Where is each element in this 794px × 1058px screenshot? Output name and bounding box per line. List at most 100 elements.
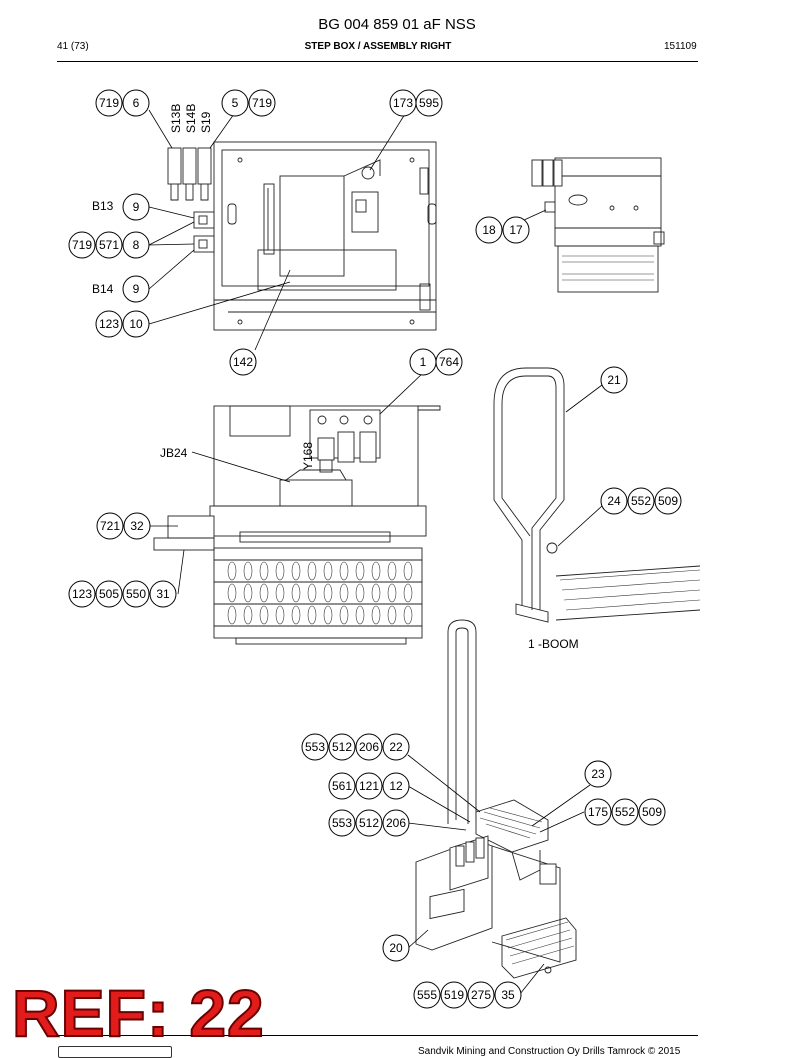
callout-595[interactable]: 595 [415, 89, 443, 117]
callout-553-lower[interactable]: 553 [328, 809, 356, 837]
callout-22[interactable]: 22 [382, 733, 410, 761]
label-s13b: S13B [169, 104, 183, 133]
callout-12[interactable]: 12 [382, 772, 410, 800]
svg-text:175: 175 [588, 805, 608, 819]
svg-text:719: 719 [252, 96, 272, 110]
svg-text:1: 1 [420, 355, 427, 369]
callout-17[interactable]: 17 [502, 216, 530, 244]
footer-copyright: Sandvik Mining and Construction Oy Drill… [418, 1046, 681, 1057]
svg-text:764: 764 [439, 355, 459, 369]
svg-text:512: 512 [359, 816, 379, 830]
svg-text:561: 561 [332, 779, 352, 793]
date-code: 151109 [664, 41, 697, 52]
callout-9-lower[interactable]: 9 [122, 275, 150, 303]
svg-text:9: 9 [133, 200, 140, 214]
svg-text:18: 18 [482, 223, 496, 237]
callout-719-right[interactable]: 719 [248, 89, 276, 117]
svg-text:595: 595 [419, 96, 439, 110]
callout-121[interactable]: 121 [355, 772, 383, 800]
callout-23[interactable]: 23 [584, 760, 612, 788]
svg-text:123: 123 [72, 587, 92, 601]
svg-text:553: 553 [305, 740, 325, 754]
callout-571[interactable]: 571 [95, 231, 123, 259]
callout-8[interactable]: 8 [122, 231, 150, 259]
svg-text:512: 512 [332, 740, 352, 754]
callout-512-upper[interactable]: 512 [328, 733, 356, 761]
svg-text:173: 173 [393, 96, 413, 110]
svg-text:519: 519 [444, 988, 464, 1002]
svg-text:121: 121 [359, 779, 379, 793]
callout-9-upper[interactable]: 9 [122, 193, 150, 221]
callout-555[interactable]: 555 [413, 981, 441, 1009]
callout-175[interactable]: 175 [584, 798, 612, 826]
callout-bubbles: 719 6 5 719 173 595 9 719 571 8 9 123 10… [68, 89, 682, 1009]
svg-text:22: 22 [389, 740, 403, 754]
callout-512-lower[interactable]: 512 [355, 809, 383, 837]
svg-text:23: 23 [591, 767, 605, 781]
svg-text:31: 31 [156, 587, 170, 601]
callout-10[interactable]: 10 [122, 310, 150, 338]
callout-35[interactable]: 35 [494, 981, 522, 1009]
callout-123-mid[interactable]: 123 [68, 580, 96, 608]
svg-text:509: 509 [642, 805, 662, 819]
svg-text:142: 142 [233, 355, 253, 369]
callout-764[interactable]: 764 [435, 348, 463, 376]
svg-text:123: 123 [99, 317, 119, 331]
callout-719-top[interactable]: 719 [95, 89, 123, 117]
svg-text:275: 275 [471, 988, 491, 1002]
svg-text:6: 6 [133, 96, 140, 110]
svg-text:32: 32 [130, 519, 144, 533]
isometric-assembly-view [415, 619, 577, 979]
callout-6[interactable]: 6 [122, 89, 150, 117]
tread-pattern [227, 561, 413, 625]
page-number: 41 (73) [57, 41, 89, 52]
step-box-top-view [153, 405, 441, 645]
callout-31[interactable]: 31 [149, 580, 177, 608]
svg-text:206: 206 [386, 816, 406, 830]
svg-text:17: 17 [509, 223, 523, 237]
callout-509-lower[interactable]: 509 [638, 798, 666, 826]
callout-24[interactable]: 24 [600, 487, 628, 515]
callout-509-upper[interactable]: 509 [654, 487, 682, 515]
label-b14: B14 [92, 282, 114, 296]
svg-text:550: 550 [126, 587, 146, 601]
svg-text:10: 10 [129, 317, 143, 331]
svg-text:552: 552 [615, 805, 635, 819]
callout-206-lower[interactable]: 206 [382, 809, 410, 837]
callout-142[interactable]: 142 [229, 348, 257, 376]
callout-173[interactable]: 173 [389, 89, 417, 117]
callout-553-upper[interactable]: 553 [301, 733, 329, 761]
label-boom: 1 -BOOM [528, 637, 579, 651]
label-jb24: JB24 [160, 446, 188, 460]
svg-text:206: 206 [359, 740, 379, 754]
callout-552-upper[interactable]: 552 [627, 487, 655, 515]
callout-5[interactable]: 5 [221, 89, 249, 117]
svg-text:719: 719 [99, 96, 119, 110]
label-y168: Y168 [301, 442, 315, 470]
callout-519[interactable]: 519 [440, 981, 468, 1009]
svg-text:719: 719 [72, 238, 92, 252]
label-b13: B13 [92, 199, 114, 213]
callout-32[interactable]: 32 [123, 512, 151, 540]
callout-18[interactable]: 18 [475, 216, 503, 244]
callout-719-mid[interactable]: 719 [68, 231, 96, 259]
svg-text:8: 8 [133, 238, 140, 252]
callout-550[interactable]: 550 [122, 580, 150, 608]
callout-20[interactable]: 20 [382, 934, 410, 962]
callout-505[interactable]: 505 [95, 580, 123, 608]
callout-275[interactable]: 275 [467, 981, 495, 1009]
callout-721[interactable]: 721 [96, 512, 124, 540]
callout-206-upper[interactable]: 206 [355, 733, 383, 761]
leader-lines [148, 109, 603, 995]
callout-123-top[interactable]: 123 [95, 310, 123, 338]
svg-text:552: 552 [631, 494, 651, 508]
callout-21[interactable]: 21 [600, 366, 628, 394]
callout-552-lower[interactable]: 552 [611, 798, 639, 826]
step-box-side-view [531, 157, 665, 293]
svg-text:9: 9 [133, 282, 140, 296]
callout-561[interactable]: 561 [328, 772, 356, 800]
footer-rule [57, 1035, 698, 1036]
document-title: BG 004 859 01 aF NSS [318, 16, 476, 33]
callout-1[interactable]: 1 [409, 348, 437, 376]
